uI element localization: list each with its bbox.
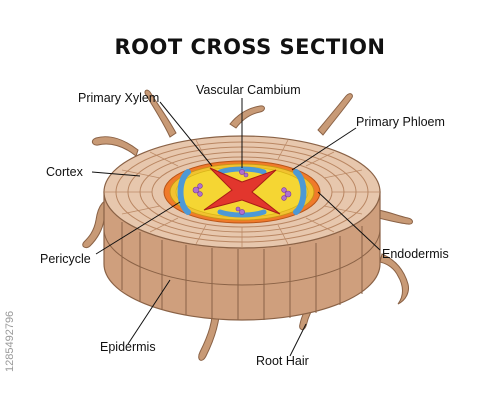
label-root-hair: Root Hair bbox=[256, 354, 309, 368]
label-pericycle: Pericycle bbox=[40, 252, 91, 266]
label-primary-phloem: Primary Phloem bbox=[356, 115, 445, 129]
root-hair-top-left bbox=[91, 136, 139, 157]
label-primary-xylem: Primary Xylem bbox=[78, 91, 159, 105]
label-cortex: Cortex bbox=[46, 165, 84, 179]
root-hair-right bbox=[377, 209, 413, 225]
phloem-top bbox=[217, 166, 267, 175]
root-hair-top-right bbox=[317, 93, 353, 136]
label-endodermis: Endodermis bbox=[382, 247, 449, 261]
watermark-id: 1285492796 bbox=[4, 311, 16, 372]
vascular-stele bbox=[163, 160, 321, 224]
label-vascular-cambium: Vascular Cambium bbox=[196, 83, 301, 97]
phloem-bottom bbox=[217, 209, 267, 218]
phloem-cells bbox=[192, 169, 292, 215]
phloem-left bbox=[177, 169, 191, 215]
root-hair-right-lower bbox=[379, 253, 409, 305]
root-hair-top-left-2 bbox=[144, 89, 177, 138]
phloem-right bbox=[293, 169, 307, 215]
xylem-star bbox=[203, 167, 281, 215]
leader-lines bbox=[91, 98, 381, 357]
label-epidermis: Epidermis bbox=[100, 340, 156, 354]
root-hair-top-center bbox=[229, 105, 265, 129]
diagram-title: ROOT CROSS SECTION bbox=[114, 35, 385, 59]
